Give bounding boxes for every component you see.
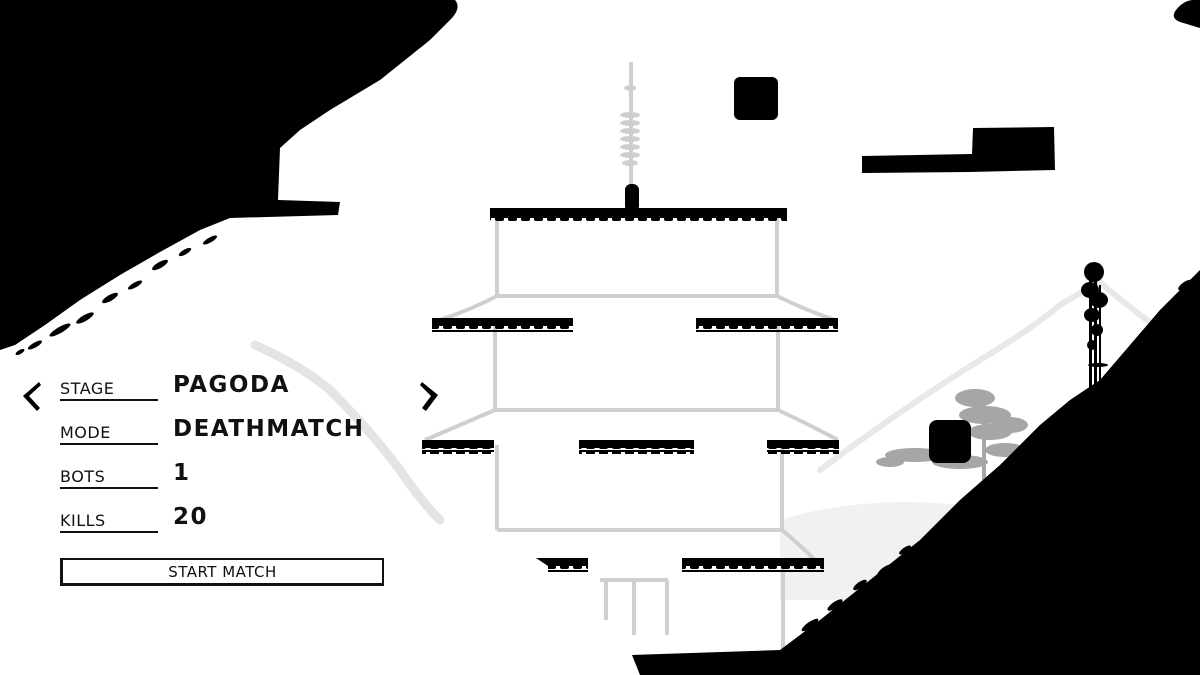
chevron-right-icon [420,382,438,411]
floating-blocks [734,0,1200,463]
mode-label: MODE [60,424,158,445]
pagoda-building [424,62,839,650]
brush-stroke [250,340,445,525]
roof-platforms [422,208,839,572]
spire-base [625,184,639,212]
stage-selector[interactable]: STAGE PAGODA [60,370,420,406]
bots-selector[interactable]: BOTS 1 [60,458,420,494]
stage-value: PAGODA [173,372,290,398]
ink-cliff-bottom-right [632,270,1200,675]
match-setup-menu: STAGE PAGODA MODE DEATHMATCH BOTS 1 KILL… [0,370,450,600]
mode-value: DEATHMATCH [173,416,365,442]
mode-selector[interactable]: MODE DEATHMATCH [60,414,420,450]
bots-label: BOTS [60,468,158,489]
prev-stage-button[interactable] [17,379,43,415]
chevron-left-icon [23,382,41,411]
kills-value: 20 [173,504,209,530]
kills-label: KILLS [60,512,158,533]
bamboo-tree [1081,262,1108,390]
start-match-button[interactable]: START MATCH [60,558,384,586]
next-stage-button[interactable] [418,378,444,414]
stage-label: STAGE [60,380,158,401]
bots-value: 1 [173,460,191,486]
kills-selector[interactable]: KILLS 20 [60,502,420,538]
ink-cliff-top-left [0,0,458,356]
